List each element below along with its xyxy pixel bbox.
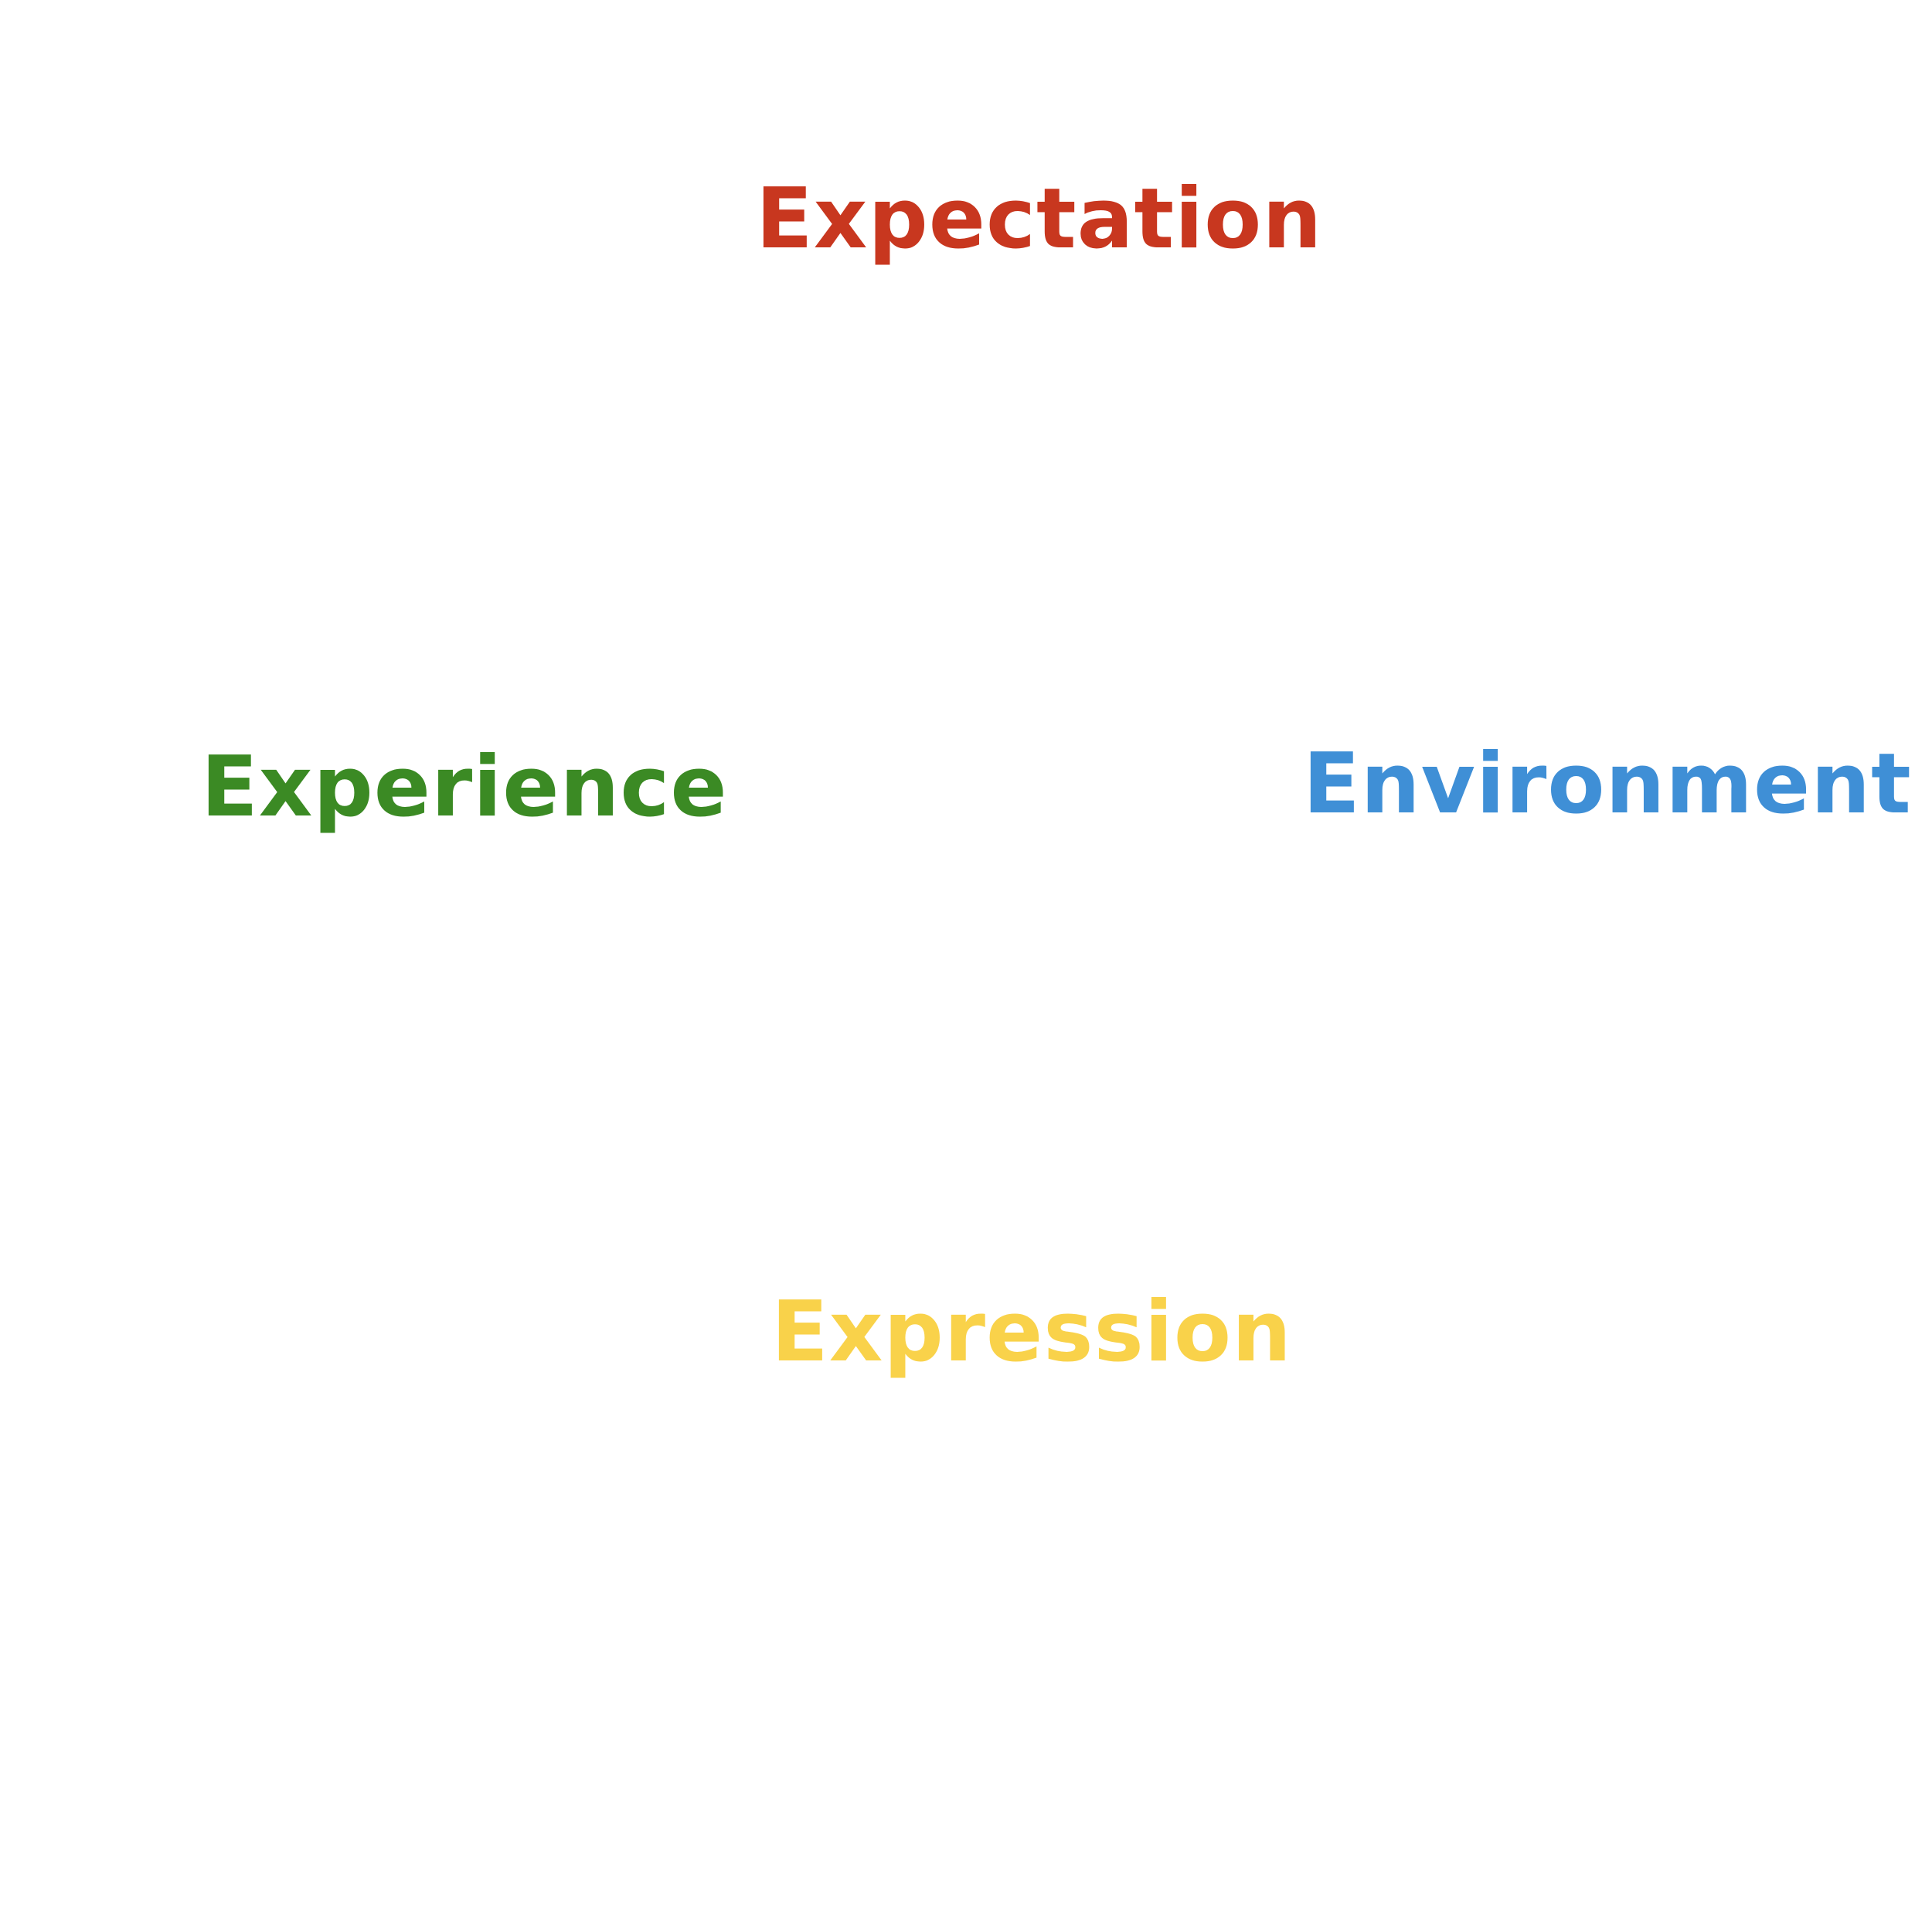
label-expectation: Expectation <box>756 171 1323 267</box>
label-environment: Environment <box>1303 736 1912 832</box>
label-experience: Experience <box>201 739 728 836</box>
label-expression: Expression <box>771 1284 1292 1381</box>
